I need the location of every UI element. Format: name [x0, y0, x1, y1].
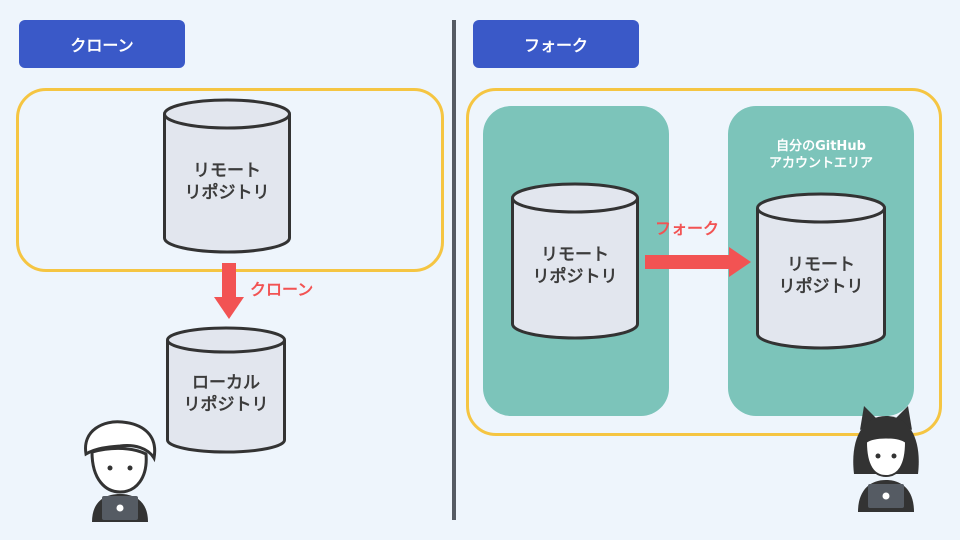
own-account-area-line1: 自分のGitHub	[776, 139, 866, 154]
source-repository-label: リモート リポジトリ	[511, 244, 639, 288]
local-repository-line1: ローカル	[192, 373, 260, 393]
person-with-laptop-icon	[84, 420, 157, 522]
database-cylinder-icon	[166, 326, 286, 454]
database-cylinder-icon	[511, 182, 639, 340]
source-repository-line1: リモート	[541, 245, 609, 265]
forked-repository-line2: リポジトリ	[778, 277, 864, 297]
fork-tab-label: フォーク	[523, 36, 588, 55]
database-cylinder-icon	[163, 98, 291, 254]
own-account-area-label: 自分のGitHub アカウントエリア	[728, 138, 914, 172]
database-cylinder-icon	[756, 192, 886, 350]
local-repository-cylinder: ローカル リポジトリ	[166, 326, 286, 454]
remote-repository-line2: リポジトリ	[184, 183, 270, 203]
local-repository-line2: リポジトリ	[183, 395, 269, 415]
fork-area-outline	[466, 88, 942, 436]
source-repository-line2: リポジトリ	[532, 267, 618, 287]
clone-arrow	[214, 263, 244, 319]
cat-ear-person-with-laptop-icon	[853, 406, 919, 512]
remote-repository-line1: リモート	[193, 161, 261, 181]
fork-tab: フォーク	[473, 20, 639, 68]
own-account-area-line2: アカウントエリア	[768, 156, 873, 171]
remote-repository-label: リモート リポジトリ	[163, 160, 291, 204]
forked-repository-label: リモート リポジトリ	[756, 254, 886, 298]
source-repository-cylinder: リモート リポジトリ	[511, 182, 639, 340]
forked-repository-line1: リモート	[787, 255, 855, 275]
local-repository-label: ローカル リポジトリ	[166, 372, 286, 416]
forked-repository-cylinder: リモート リポジトリ	[756, 192, 886, 350]
clone-arrow-label: クローン	[250, 280, 314, 299]
remote-repository-cylinder: リモート リポジトリ	[163, 98, 291, 254]
clone-tab-label: クローン	[70, 36, 134, 55]
section-divider	[452, 20, 456, 520]
fork-arrow-label: フォーク	[655, 219, 720, 238]
clone-tab: クローン	[19, 20, 185, 68]
fork-arrow	[645, 247, 751, 277]
